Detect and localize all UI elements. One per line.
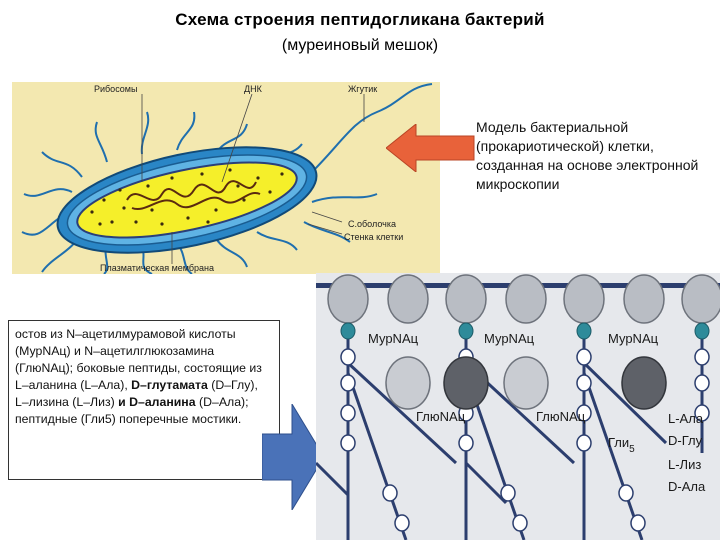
label-cell-wall: Стенка клетки (344, 232, 403, 242)
label-glcnac-2: ГлюNAц (536, 409, 586, 424)
label-d-ala: D-Ала (668, 479, 706, 494)
peptidoglycan-description: остов из N–ацетилмурамовой кислоты (МурN… (8, 320, 280, 480)
label-murnac-1: МурNAц (368, 331, 419, 346)
label-murnac-3: МурNAц (608, 331, 659, 346)
page-subtitle: (муреиновый мешок) (0, 37, 720, 55)
label-gly5-subscript: 5 (629, 444, 635, 455)
label-capsule: С.оболочка (348, 219, 396, 229)
peptidoglycan-structure: МурNAц МурNAц МурNAц ГлюNAц ГлюNAц Гли5 … (316, 273, 720, 540)
peptidoglycan-svg: МурNAц МурNAц МурNAц ГлюNAц ГлюNAц Гли5 … (316, 273, 720, 540)
label-plasma-membrane: Плазматическая мембрана (100, 263, 214, 273)
label-dna: ДНК (244, 84, 263, 94)
desc-bold1: D–глутамата (131, 378, 208, 392)
label-ribosomes: Рибосомы (94, 84, 137, 94)
orange-left-arrow (386, 124, 476, 172)
bacterial-cell-svg: Рибосомы ДНК Жгутик С.оболочка Стенка кл… (12, 82, 440, 274)
page-title: Схема строения пептидогликана бактерий (0, 10, 720, 30)
blue-right-arrow (262, 404, 324, 510)
desc-bold2: и D–аланина (118, 395, 195, 409)
label-l-ala: L-Ала (668, 411, 704, 426)
label-flagellum: Жгутик (348, 84, 377, 94)
label-gly5-text: Гли (608, 435, 629, 450)
label-l-lys: L-Лиз (668, 457, 701, 472)
label-d-glu: D-Глу (668, 433, 703, 448)
model-caption: Модель бактериальной (прокариотической) … (476, 118, 716, 194)
bacterial-cell-illustration: Рибосомы ДНК Жгутик С.оболочка Стенка кл… (12, 82, 440, 274)
label-murnac-2: МурNAц (484, 331, 535, 346)
label-glcnac-1: ГлюNAц (416, 409, 466, 424)
sugar-discs-top (328, 275, 720, 323)
peptide-stems (316, 287, 702, 540)
